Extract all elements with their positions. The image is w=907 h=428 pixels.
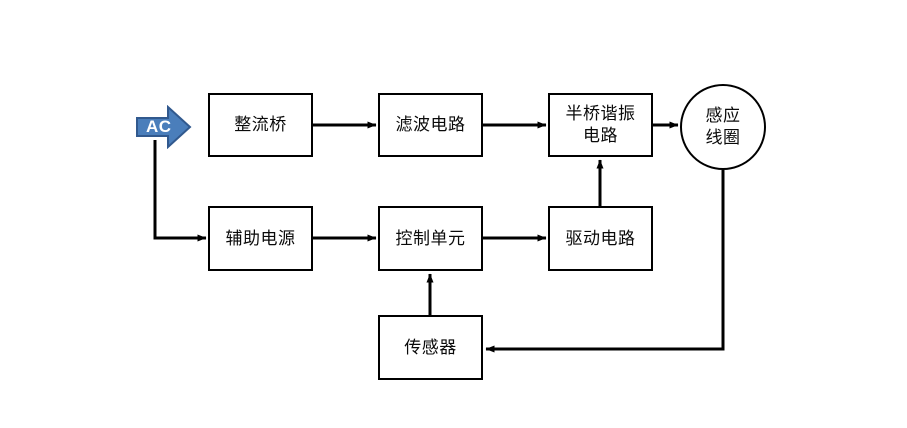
node-auxiliary-power-supply-label: 辅助电源	[225, 228, 296, 248]
block-arrow-icon	[136, 105, 192, 149]
ac-source-label: AC	[146, 117, 172, 136]
node-drive-circuit[interactable]: 驱动电路	[548, 206, 653, 271]
node-rectifier[interactable]: 整流桥	[208, 93, 313, 157]
node-drive-circuit-label: 驱动电路	[565, 228, 636, 248]
node-induction-coil[interactable]: 感应 线圈	[680, 84, 766, 170]
node-control-unit-label: 控制单元	[395, 228, 466, 248]
node-induction-coil-label: 感应 线圈	[705, 106, 741, 147]
node-control-unit[interactable]: 控制单元	[378, 206, 483, 271]
node-filter-circuit[interactable]: 滤波电路	[378, 93, 483, 157]
node-sensor[interactable]: 传感器	[378, 315, 483, 380]
node-rectifier-label: 整流桥	[234, 115, 287, 135]
node-half-bridge-resonant-circuit-label: 半桥谐振 电路	[565, 104, 636, 145]
node-auxiliary-power-supply[interactable]: 辅助电源	[208, 206, 313, 271]
node-filter-circuit-label: 滤波电路	[395, 115, 466, 135]
node-half-bridge-resonant-circuit[interactable]: 半桥谐振 电路	[548, 93, 653, 157]
ac-source-arrow[interactable]: AC	[135, 105, 192, 149]
node-sensor-label: 传感器	[404, 337, 457, 357]
connector-ac-to-auxpower	[153, 140, 207, 242]
